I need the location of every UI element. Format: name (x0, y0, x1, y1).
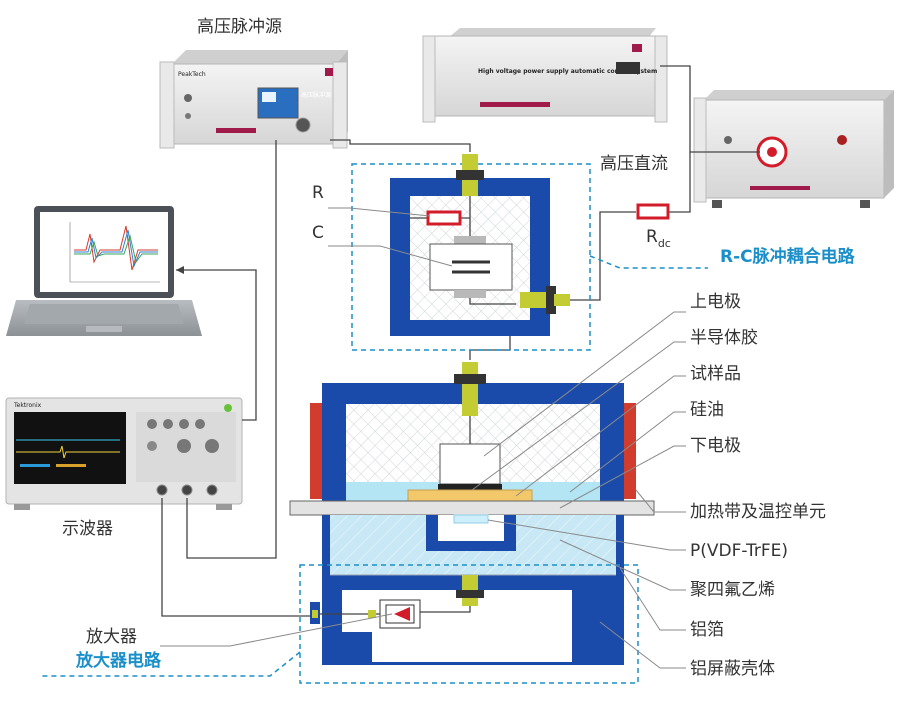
arrow-head-icon (176, 266, 184, 274)
lower-electrode (289, 500, 655, 516)
test-sample (407, 489, 533, 502)
rdc-label: Rdc (646, 227, 671, 250)
pvdf-trfe-sensor (453, 514, 489, 524)
amplifier-circuit: 放大器电路 放大器 (40, 564, 639, 684)
hv-dc-label: 高压直流 (600, 154, 668, 174)
r-label: R (312, 183, 324, 203)
amplifier-circuit-boundary (299, 564, 639, 684)
part-label-lower-electrode: 下电极 (690, 436, 741, 456)
scope-brand: Tektronix (13, 402, 42, 409)
dc-panel-title: High voltage power supply automatic cont… (478, 68, 657, 75)
hv-dc-control-unit: High voltage power supply automatic cont… (422, 28, 668, 123)
part-label-heater-control: 加热带及温控单元 (690, 502, 826, 522)
bnc-connector-icon (184, 94, 192, 102)
knob-icon (295, 117, 311, 133)
upper-electrode (439, 443, 501, 485)
heater-band-right (622, 403, 636, 499)
rc-coupling-label: R-C脉冲耦合电路 (720, 246, 856, 267)
resistor-r-icon (426, 210, 462, 226)
rc-coupling-circuit: R C Rdc R-C脉冲耦合电路 (312, 154, 856, 351)
laptop-screen-plot (69, 222, 160, 283)
part-label-ptfe: 聚四氟乙烯 (690, 580, 775, 600)
scope-channel-connector-icon (156, 484, 168, 496)
hv-pulse-source-label: 高压脉冲源 (197, 17, 282, 37)
part-label-semiconductive-adhesive: 半导体胶 (690, 328, 758, 348)
hv-dc-supply: 高压直流 (600, 90, 894, 208)
part-label-aluminum-foil: 铝箔 (690, 620, 724, 640)
pulse-panel-name: 高压脉冲源 (301, 91, 331, 99)
side-connector (520, 292, 550, 308)
part-label-silicone-oil: 硅油 (690, 400, 724, 420)
amplifier-label: 放大器 (86, 627, 137, 647)
bnc-connector-icon (185, 113, 191, 119)
oscilloscope: Tektronix 示波器 (5, 397, 243, 539)
oscilloscope-label: 示波器 (62, 519, 113, 539)
heater-band-left (310, 403, 324, 499)
top-connector (462, 154, 478, 172)
part-label-aluminum-shield: 铝屏蔽壳体 (690, 659, 775, 679)
part-callouts: 上电极 半导体胶 试样品 硅油 下电极 加热带及温控单元 P(VDF-TrFE)… (471, 292, 826, 679)
part-label-test-sample: 试样品 (690, 364, 741, 384)
laptop (6, 206, 202, 336)
scope-channel-connector-icon (181, 484, 193, 496)
c-label: C (312, 223, 324, 243)
sample-chamber (289, 362, 655, 665)
amplifier-circuit-label: 放大器电路 (75, 650, 162, 671)
amplifier-triangle-icon (394, 607, 410, 621)
resistor-rdc-icon (636, 203, 670, 220)
part-label-pvdf-trfe: P(VDF-TrFE) (690, 541, 788, 561)
wiring (161, 65, 760, 617)
semiconductive-adhesive (438, 484, 502, 490)
hv-pulse-source: 高压脉冲源 PeakTech 高压脉冲源 (159, 17, 348, 149)
pulse-panel-brand: PeakTech (178, 71, 206, 78)
part-label-upper-electrode: 上电极 (690, 292, 741, 312)
scope-screen (14, 412, 126, 484)
